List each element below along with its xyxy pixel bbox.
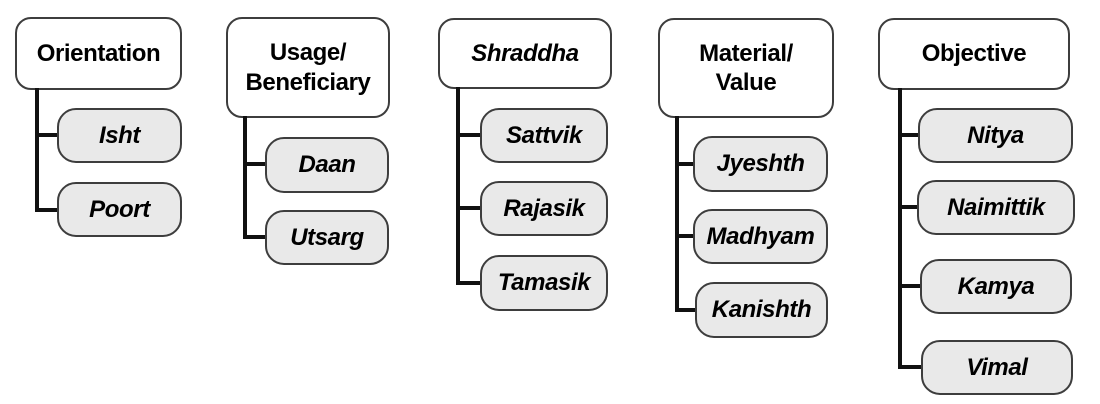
node-kanishth: Kanishth — [695, 282, 828, 338]
connector-stub — [898, 133, 922, 137]
connector-stub — [243, 162, 269, 166]
connector-stub — [675, 162, 697, 166]
connector-vline — [35, 88, 39, 212]
node-isht: Isht — [57, 108, 182, 163]
node-material-value: Material/ Value — [658, 18, 834, 118]
connector-vline — [243, 116, 247, 239]
connector-stub — [456, 133, 484, 137]
connector-stub — [456, 281, 484, 285]
connector-stub — [456, 206, 484, 210]
node-orientation: Orientation — [15, 17, 182, 90]
connector-stub — [898, 205, 921, 209]
connector-stub — [35, 133, 61, 137]
node-vimal: Vimal — [921, 340, 1073, 395]
connector-stub — [675, 308, 699, 312]
node-utsarg: Utsarg — [265, 210, 389, 265]
connector-vline — [456, 87, 460, 285]
node-jyeshth: Jyeshth — [693, 136, 828, 192]
connector-stub — [675, 234, 697, 238]
node-objective: Objective — [878, 18, 1070, 90]
node-nitya: Nitya — [918, 108, 1073, 163]
connector-stub — [898, 284, 924, 288]
node-shraddha: Shraddha — [438, 18, 612, 89]
node-poort: Poort — [57, 182, 182, 237]
node-kamya: Kamya — [920, 259, 1072, 314]
connector-vline — [675, 116, 679, 312]
connector-stub — [35, 208, 61, 212]
node-daan: Daan — [265, 137, 389, 193]
connector-stub — [243, 235, 269, 239]
connector-stub — [898, 365, 925, 369]
connector-vline — [898, 88, 902, 369]
node-usage-beneficiary: Usage/ Beneficiary — [226, 17, 390, 118]
node-rajasik: Rajasik — [480, 181, 608, 236]
node-sattvik: Sattvik — [480, 108, 608, 163]
node-madhyam: Madhyam — [693, 209, 828, 264]
node-naimittik: Naimittik — [917, 180, 1075, 235]
node-tamasik: Tamasik — [480, 255, 608, 311]
